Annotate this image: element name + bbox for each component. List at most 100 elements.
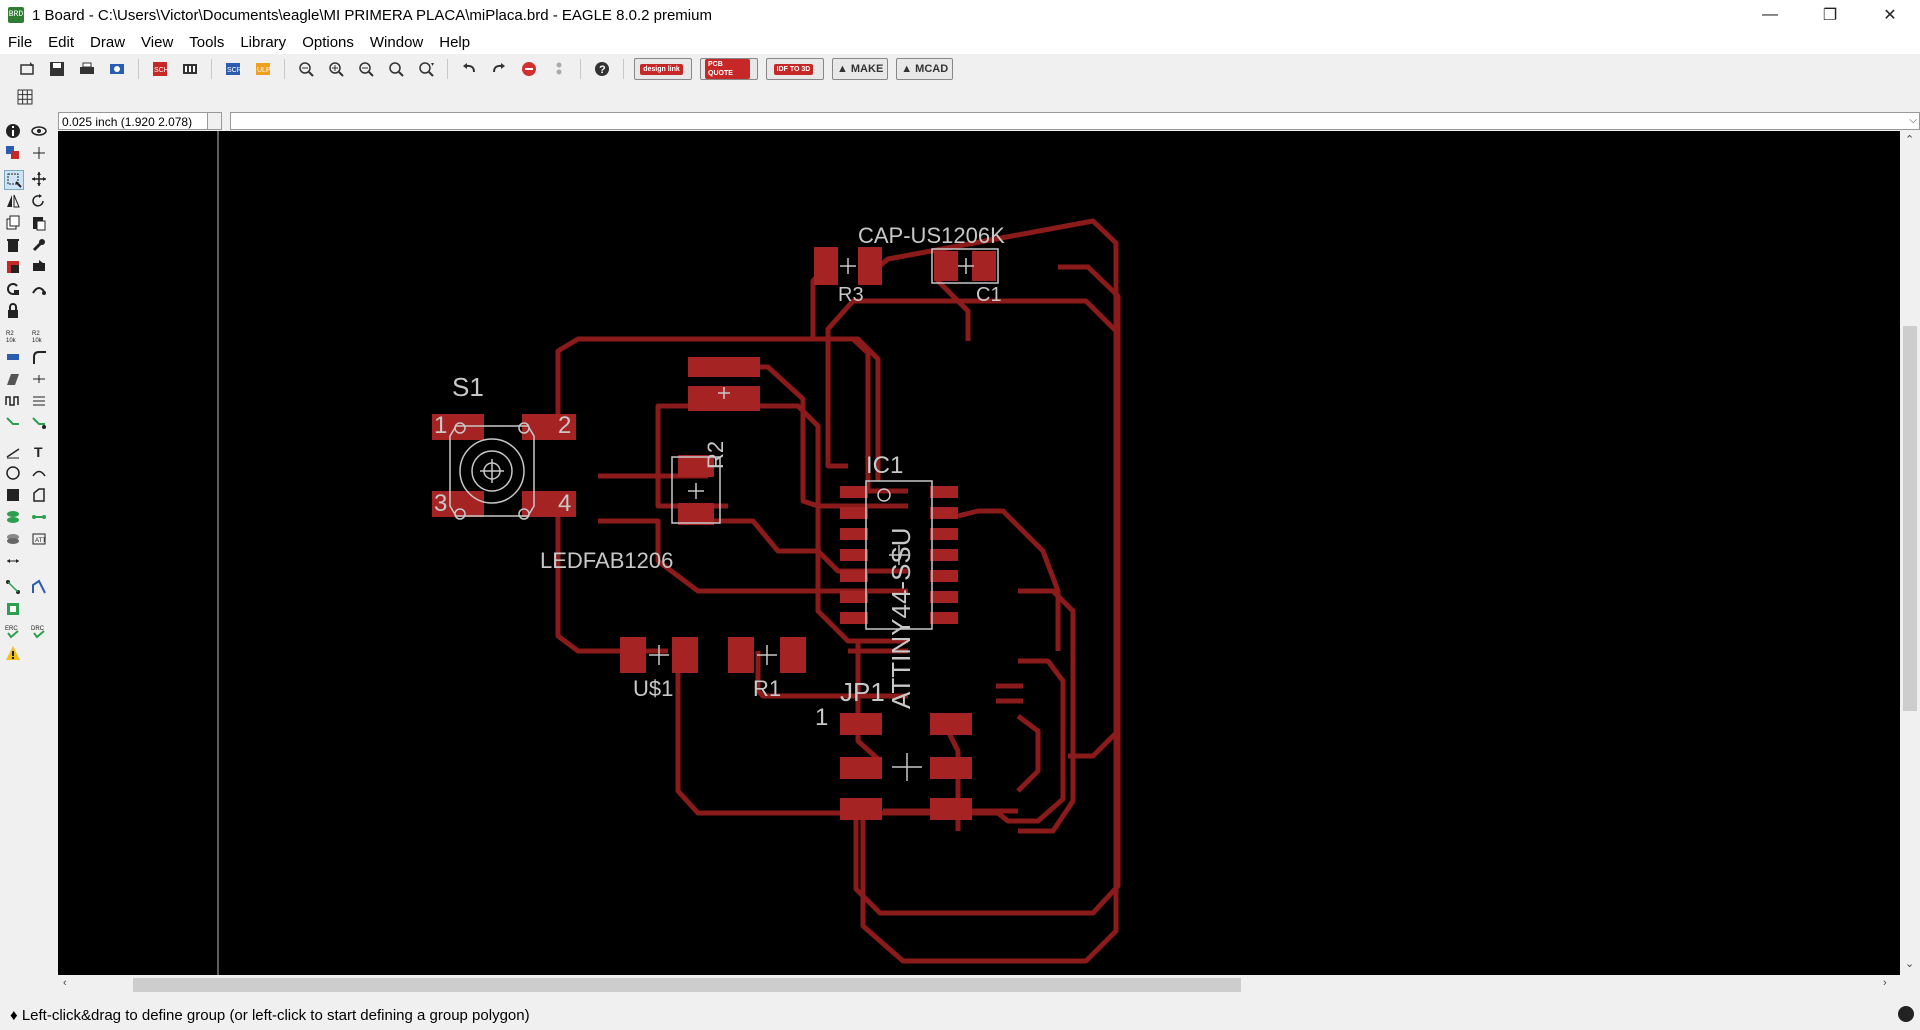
maximize-button[interactable]: ❐ [1822, 7, 1838, 24]
chevron-up-icon[interactable]: ⌃ [1905, 134, 1915, 146]
stop-indicator-icon[interactable] [1898, 1006, 1914, 1022]
menu-tools[interactable]: Tools [189, 33, 225, 51]
horizontal-scroll-thumb[interactable] [133, 978, 1241, 992]
go-icon[interactable] [548, 58, 570, 80]
close-button[interactable]: ✕ [1883, 7, 1897, 24]
stop-icon[interactable] [518, 58, 540, 80]
optimize-icon[interactable] [30, 370, 48, 388]
menu-draw[interactable]: Draw [90, 33, 126, 51]
miter-icon[interactable] [30, 348, 48, 366]
label-cap-value: CAP-US1206K [858, 223, 1005, 248]
mirror-icon[interactable] [4, 192, 22, 210]
schematic-icon[interactable]: SCH [149, 58, 171, 80]
menu-window[interactable]: Window [369, 33, 424, 51]
ratsnest-icon[interactable] [30, 280, 48, 298]
menu-view[interactable]: View [141, 33, 174, 51]
smash-icon[interactable] [4, 348, 22, 366]
layer-display-icon[interactable] [4, 144, 22, 162]
line-icon[interactable] [4, 442, 22, 460]
move-icon[interactable] [30, 170, 48, 188]
chevron-down-icon[interactable]: ⌄ [1905, 958, 1915, 970]
design-link-button[interactable]: design link [634, 58, 692, 80]
zoom-select-icon[interactable] [415, 58, 437, 80]
horizontal-scrollbar[interactable]: ‹ › [58, 975, 1900, 995]
ratsnest-board-icon[interactable] [4, 600, 22, 618]
save-icon[interactable] [46, 58, 68, 80]
via-icon[interactable] [4, 508, 22, 526]
route-manual-icon[interactable] [4, 414, 22, 432]
split-icon[interactable] [4, 370, 22, 388]
arc-icon[interactable] [30, 464, 48, 482]
route-icon[interactable] [30, 392, 48, 410]
meander-icon[interactable] [4, 392, 22, 410]
coordinate-dropdown[interactable] [208, 112, 222, 130]
minimize-button[interactable]: — [1762, 6, 1778, 23]
trace [1018, 588, 1076, 834]
label-jp1-pin1: 1 [815, 704, 828, 731]
chevron-left-icon[interactable]: ‹ [63, 977, 67, 989]
polygon-icon[interactable] [30, 486, 48, 504]
board-icon[interactable] [179, 58, 201, 80]
zoom-fit-icon[interactable] [295, 58, 317, 80]
copy-icon[interactable] [4, 214, 22, 232]
cam-icon[interactable] [106, 58, 128, 80]
hole-icon[interactable] [4, 530, 22, 548]
vertical-scroll-thumb[interactable] [1903, 326, 1917, 711]
pad-jp1 [930, 713, 972, 735]
wrench-icon[interactable] [30, 236, 48, 254]
chevron-down-icon[interactable]: ⌵ [1909, 115, 1917, 126]
rotate-icon[interactable] [30, 192, 48, 210]
label-ic-value: ATTINY44-SSU [886, 527, 916, 709]
attribute-icon[interactable]: ATT [30, 530, 48, 548]
s1-corner [454, 508, 466, 520]
text-icon[interactable]: T [30, 442, 48, 460]
script-icon[interactable]: SCR [222, 58, 244, 80]
paste-icon[interactable] [30, 214, 48, 232]
dimension-icon[interactable] [4, 552, 22, 570]
circle-icon[interactable] [4, 464, 22, 482]
pcb-drawing[interactable]: CAP-US1206K R3 C1 S1 1 2 3 4 R2 IC1 ATTI… [58, 131, 1900, 975]
zoom-out-icon[interactable] [355, 58, 377, 80]
menu-library[interactable]: Library [240, 33, 287, 51]
help-icon[interactable]: ? [591, 58, 613, 80]
show-icon[interactable] [30, 122, 48, 140]
grid-icon[interactable] [14, 86, 36, 108]
vertical-scrollbar[interactable]: ⌃ ⌄ [1900, 131, 1920, 975]
mark-icon[interactable] [30, 144, 48, 162]
open-icon[interactable] [16, 58, 38, 80]
ulp-icon[interactable]: ULP [252, 58, 274, 80]
print-icon[interactable] [76, 58, 98, 80]
menu-help[interactable]: Help [439, 33, 471, 51]
ripup-icon[interactable] [30, 414, 48, 432]
menu-edit[interactable]: Edit [48, 33, 75, 51]
info-icon[interactable] [4, 122, 22, 140]
undo-icon[interactable] [458, 58, 480, 80]
chevron-right-icon[interactable]: › [1883, 977, 1887, 989]
menu-options[interactable]: Options [302, 33, 354, 51]
warning-icon[interactable] [4, 644, 22, 662]
change-icon[interactable] [4, 280, 22, 298]
group-icon[interactable] [4, 170, 24, 190]
signal-icon[interactable] [30, 508, 48, 526]
autorouter-icon[interactable] [4, 578, 22, 596]
delete-icon[interactable] [4, 236, 22, 254]
add-icon[interactable] [4, 258, 22, 276]
erc-icon[interactable]: ERC [4, 622, 22, 640]
autorouter-route-icon[interactable] [30, 578, 48, 596]
board-canvas[interactable]: CAP-US1206K R3 C1 S1 1 2 3 4 R2 IC1 ATTI… [58, 131, 1900, 975]
zoom-redraw-icon[interactable] [385, 58, 407, 80]
drc-icon[interactable]: DRC [30, 622, 48, 640]
rect-icon[interactable] [4, 486, 22, 504]
menu-file[interactable]: File [8, 33, 33, 51]
zoom-in-icon[interactable] [325, 58, 347, 80]
redo-icon[interactable] [488, 58, 510, 80]
pcb-quote-button[interactable]: PCB QUOTE [700, 58, 758, 80]
command-line-input[interactable]: ⌵ [230, 112, 1920, 130]
replace-icon[interactable] [30, 258, 48, 276]
make-button[interactable]: ▲MAKE [832, 58, 889, 80]
idf-to-3d-button[interactable]: IDF TO 3D [766, 58, 824, 80]
mcad-button[interactable]: ▲MCAD [896, 58, 954, 80]
lock-icon[interactable] [4, 302, 22, 320]
